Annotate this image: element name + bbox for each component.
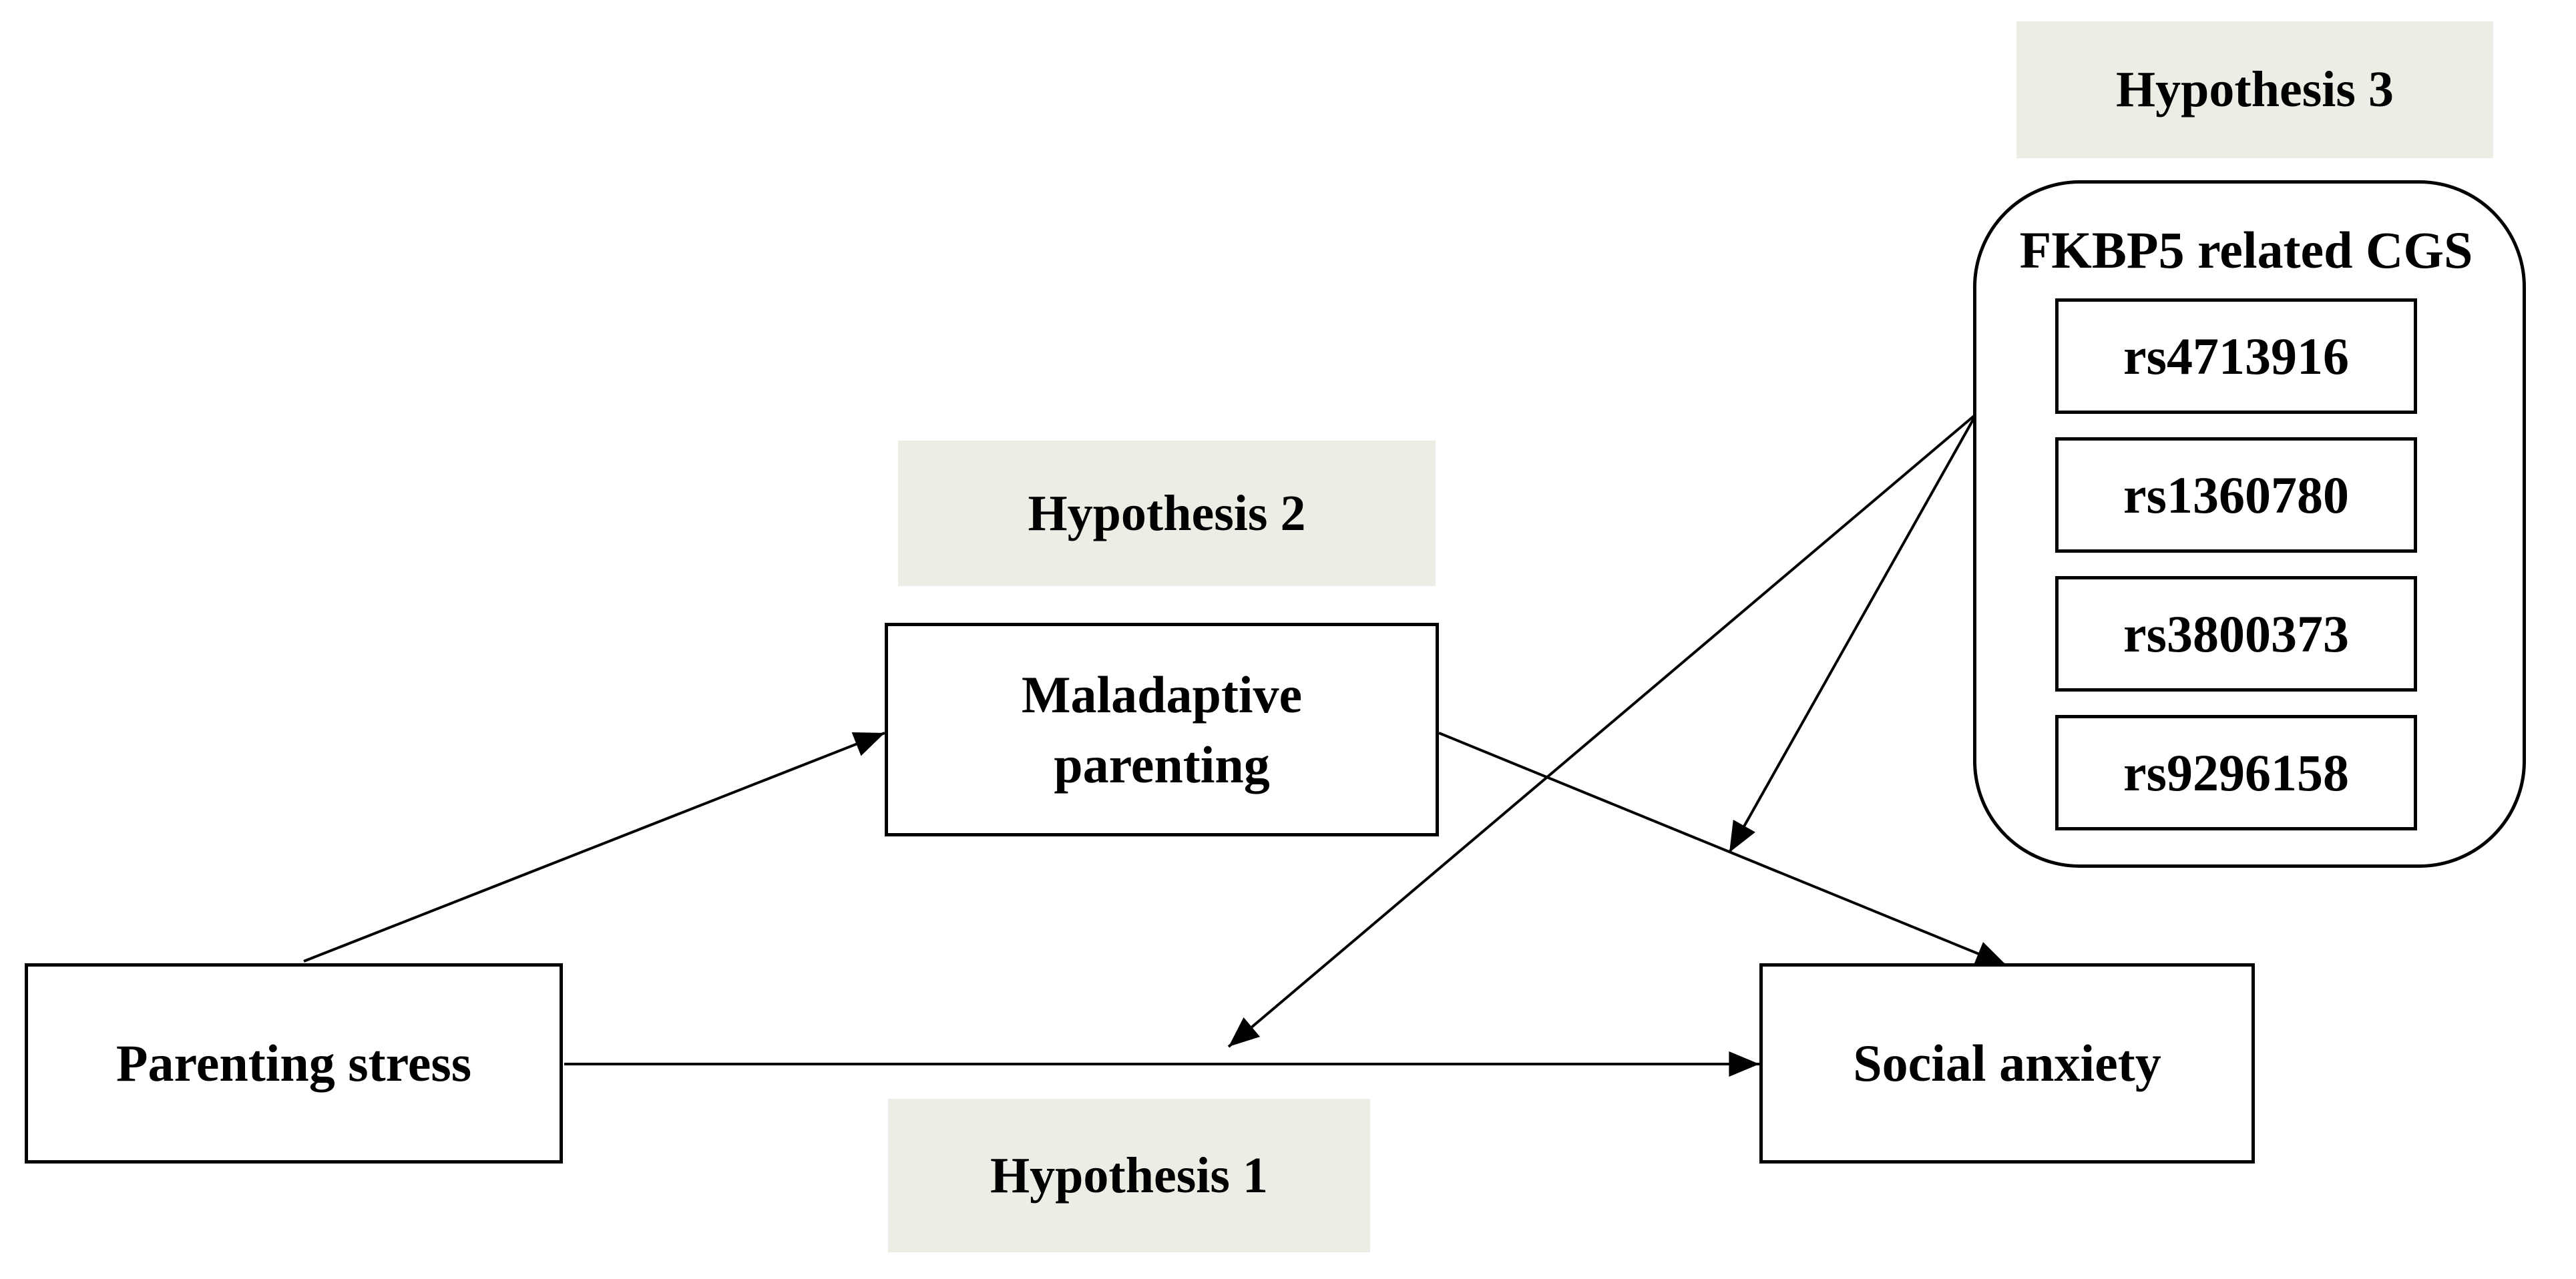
maladaptive-parenting-node: Maladaptive parenting <box>885 623 1439 836</box>
maladaptive-parenting-line-2: parenting <box>1054 736 1270 794</box>
hypothesis-1-label: Hypothesis 1 <box>888 1099 1370 1252</box>
arrow-maladaptive-to-anxiety <box>1438 732 2007 967</box>
hypothesis-2-label: Hypothesis 2 <box>898 441 1436 586</box>
snp-rs1360780-box: rs1360780 <box>2055 437 2417 553</box>
arrow-stress-to-maladaptive <box>303 732 885 963</box>
hypothesis-3-label: Hypothesis 3 <box>2016 21 2493 158</box>
snp-rs3800373-box: rs3800373 <box>2055 576 2417 692</box>
snp-rs4713916-box: rs4713916 <box>2055 298 2417 414</box>
parenting-stress-node: Parenting stress <box>25 963 563 1164</box>
snp-rs9296158-box: rs9296158 <box>2055 715 2417 830</box>
arrow-genes-moderate-mediated-path <box>1728 413 1978 853</box>
maladaptive-parenting-line-1: Maladaptive <box>1021 665 1303 724</box>
social-anxiety-node: Social anxiety <box>1759 963 2255 1164</box>
fkbp5-group-title: FKBP5 related CGS <box>2019 221 2473 279</box>
arrow-genes-moderate-direct-path <box>1227 413 1978 1048</box>
